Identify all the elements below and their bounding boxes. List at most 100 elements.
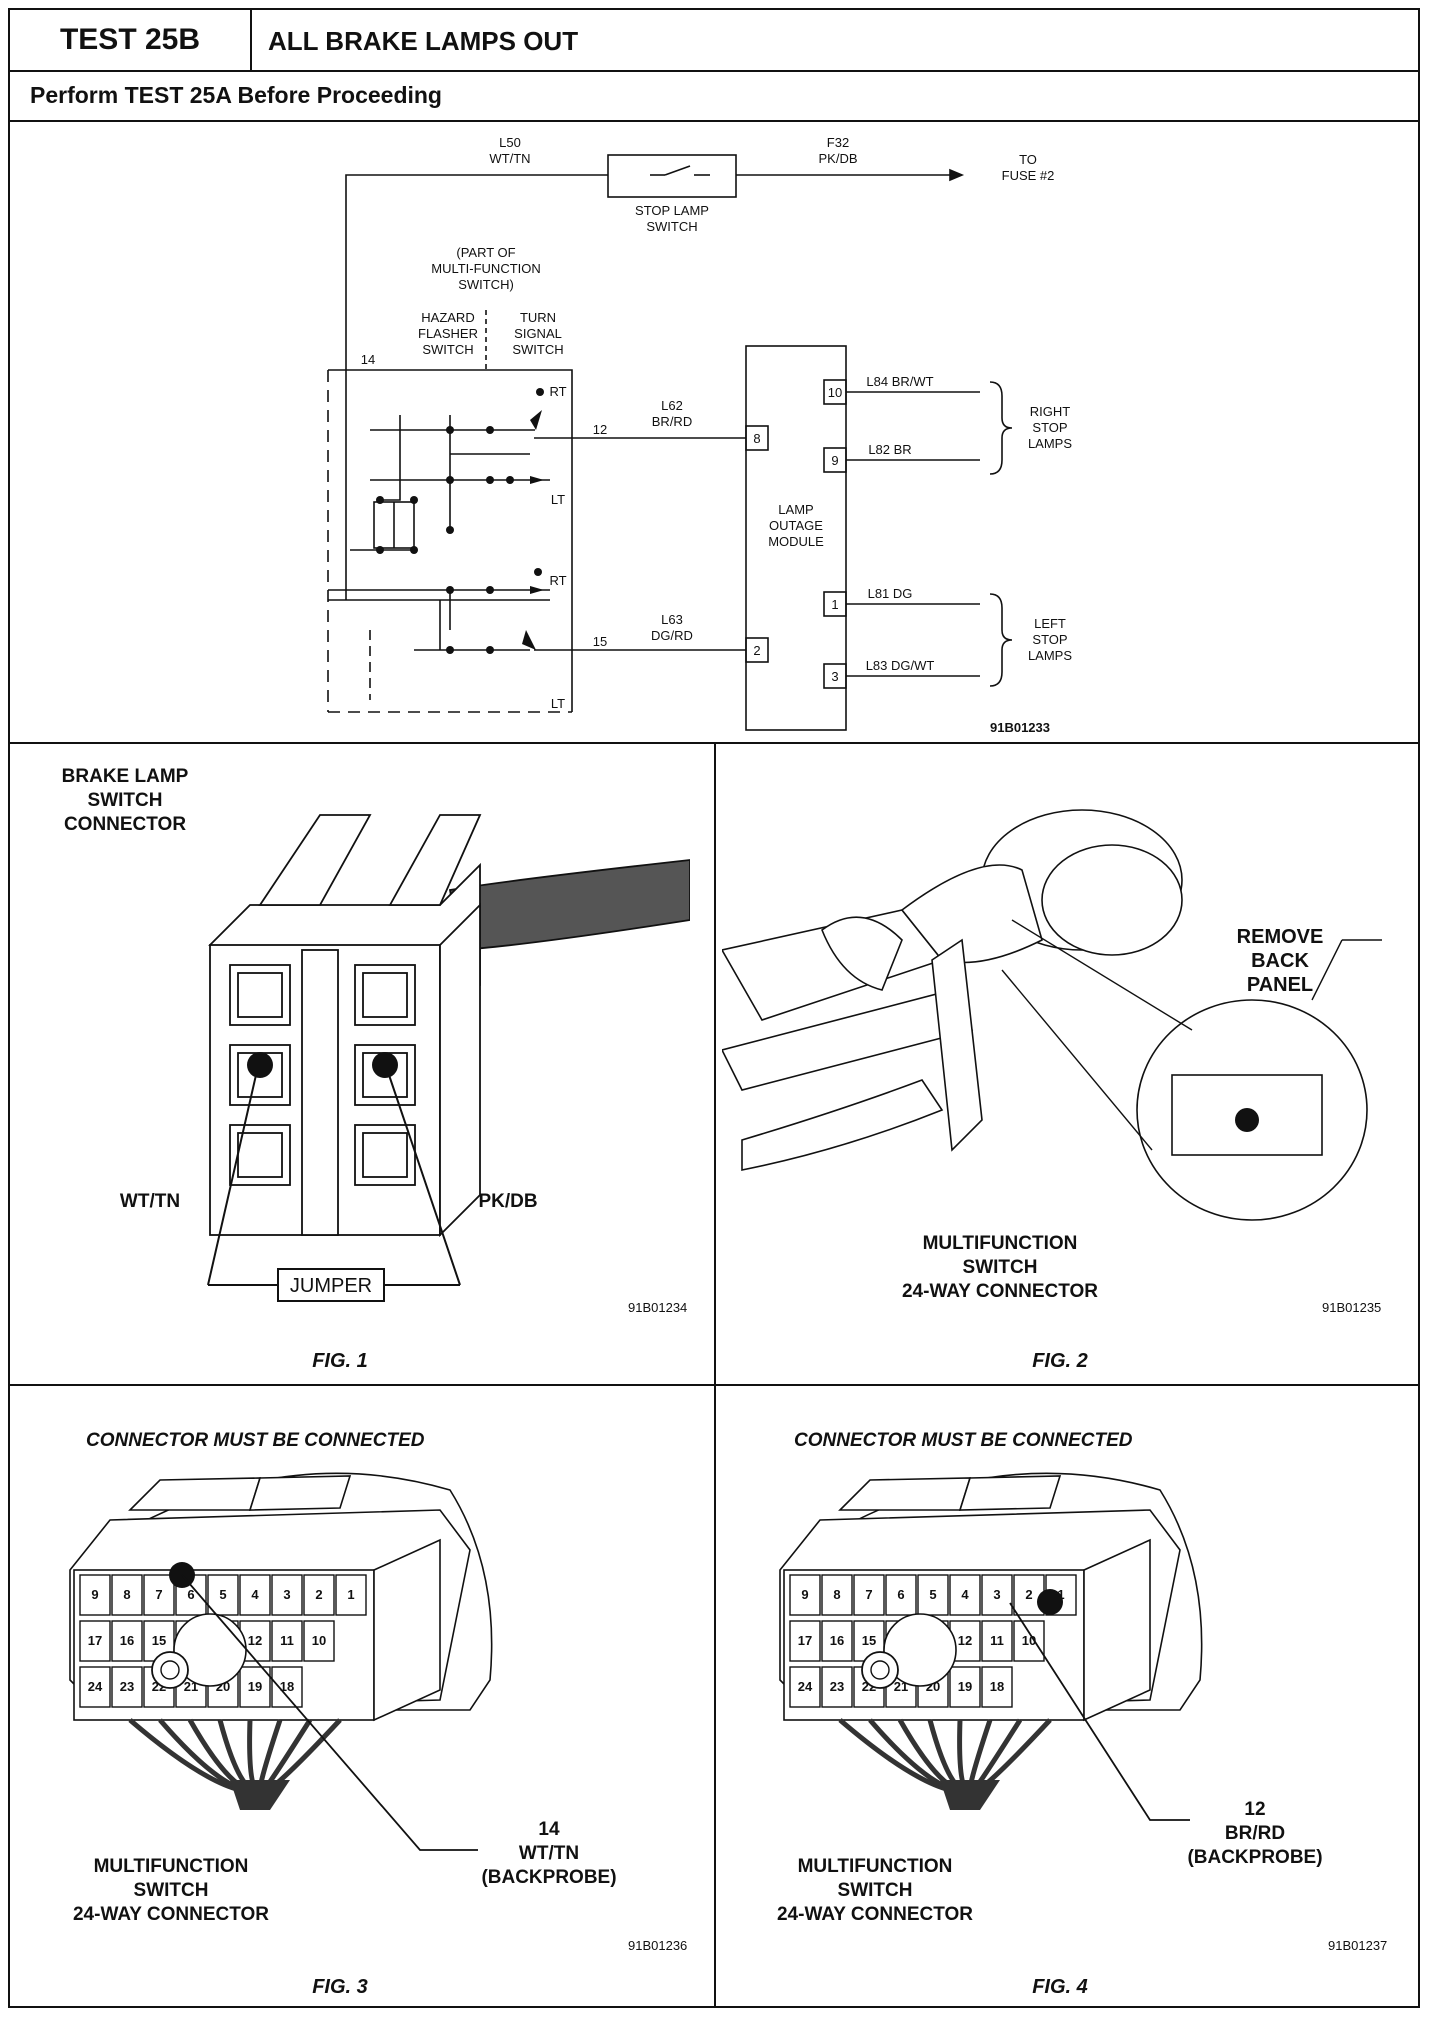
connector-pin-label: 16 xyxy=(830,1633,844,1648)
wire-l84-label: L84 BR/WT xyxy=(866,374,933,389)
connector-pin-cell: 18 xyxy=(271,1666,303,1708)
stop-lamp-switch-label-1: STOP LAMP xyxy=(635,203,709,218)
lt-bottom-label: LT xyxy=(551,696,565,711)
connector-pin-label: 15 xyxy=(862,1633,876,1648)
fig1-title-line-3: CONNECTOR xyxy=(63,814,187,835)
connector-pin-label: 18 xyxy=(280,1679,294,1694)
connector-pin-label: 7 xyxy=(865,1587,872,1602)
schematic-code: 91B01233 xyxy=(990,720,1050,735)
connector-pin-label: 11 xyxy=(990,1633,1004,1648)
wire-l50-label: L50 xyxy=(499,135,521,150)
fig3-title: CONNECTOR MUST BE CONNECTED xyxy=(86,1430,425,1451)
remove-label-line-3: PANEL xyxy=(1246,974,1314,996)
connector-pin-label: 24 xyxy=(88,1679,103,1694)
hazard-label-1: HAZARD xyxy=(421,310,474,325)
connector-pin-label: 24 xyxy=(798,1679,813,1694)
module-pin-2: 2 xyxy=(753,643,760,658)
wire-l63-color: DG/RD xyxy=(651,628,693,643)
fig1-code: 91B01234 xyxy=(628,1300,688,1315)
wiring-schematic: L50 WT/TN STOP LAMP SWITCH F32 PK/DB TO … xyxy=(327,135,1072,735)
connector-pin-label: 10 xyxy=(312,1633,326,1648)
lt-top-label: LT xyxy=(551,492,565,507)
connector-pin-cell: 24 xyxy=(79,1666,111,1708)
fig2-label-line-3: 24-WAY CONNECTOR xyxy=(901,1281,1099,1302)
connector-pin-cell: 1 xyxy=(335,1574,367,1616)
connector-pin-label: 2 xyxy=(315,1587,322,1602)
wire-l63-label: L63 xyxy=(661,612,683,627)
brake-lamp-connector-drawing xyxy=(207,814,690,1302)
fig3-connector-drawing: 987654321171615141312111024232221201918 xyxy=(69,1472,493,1810)
connector-pin-label: 15 xyxy=(152,1633,166,1648)
fig4-label-line-3: 24-WAY CONNECTOR xyxy=(776,1904,974,1925)
fig2-label-line-1: MULTIFUNCTION xyxy=(922,1233,1078,1254)
connector-pin-label: 4 xyxy=(251,1587,259,1602)
connector-pin-cell: 4 xyxy=(239,1574,271,1616)
connector-pin-cell: 8 xyxy=(821,1574,853,1616)
out-pin-10: 10 xyxy=(828,385,842,400)
connector-pin-label: 19 xyxy=(958,1679,972,1694)
test-page: TEST 25B ALL BRAKE LAMPS OUT Perform TES… xyxy=(8,8,1420,2008)
remove-label-line-1: REMOVE xyxy=(1236,926,1324,948)
connector-pin-label: 23 xyxy=(830,1679,844,1694)
connector-pin-label: 4 xyxy=(961,1587,969,1602)
remove-back-panel-label: REMOVE BACK PANEL xyxy=(1210,925,1350,997)
left-stop-label-3: LAMPS xyxy=(1028,648,1072,663)
out-pin-3: 3 xyxy=(831,669,838,684)
connector-pin-cell: 8 xyxy=(111,1574,143,1616)
rt-top-label: RT xyxy=(549,384,566,399)
connector-pin-label: 12 xyxy=(958,1633,972,1648)
steering-column-drawing xyxy=(722,809,1382,1221)
connector-pin-label: 17 xyxy=(798,1633,812,1648)
connector-pin-cell: 3 xyxy=(271,1574,303,1616)
connector-pin-label: 17 xyxy=(88,1633,102,1648)
fig1-wire-left: WT/TN xyxy=(119,1191,181,1212)
connector-pin-label: 18 xyxy=(990,1679,1004,1694)
fig2-code: 91B01235 xyxy=(1322,1300,1382,1315)
connector-pin-label: 9 xyxy=(91,1587,98,1602)
fig1-wire-right: PK/DB xyxy=(478,1191,538,1212)
rt-bottom-label: RT xyxy=(549,573,566,588)
connector-pin-cell: 5 xyxy=(917,1574,949,1616)
backprobe-leader-lines xyxy=(181,1574,1190,1851)
hazard-label-3: SWITCH xyxy=(422,342,473,357)
connector-pin-label: 9 xyxy=(801,1587,808,1602)
fig2-caption: FIG. 2 xyxy=(1032,1350,1088,1372)
connector-pin-cell: 11 xyxy=(271,1620,303,1662)
connector-pin-cell: 10 xyxy=(1013,1620,1045,1662)
fig1-title-line-2: SWITCH xyxy=(87,790,163,811)
connector-pin-cell: 16 xyxy=(821,1620,853,1662)
part-of-label-2: MULTI-FUNCTION xyxy=(431,261,541,276)
fig1-title: BRAKE LAMP SWITCH CONNECTOR xyxy=(30,765,220,837)
fig3-caption: FIG. 3 xyxy=(312,1976,368,1998)
fig3-label-line-3: 24-WAY CONNECTOR xyxy=(72,1904,270,1925)
connector-pin-label: 19 xyxy=(248,1679,262,1694)
wire-l81-label: L81 DG xyxy=(868,586,913,601)
fig4-connector-label: MULTIFUNCTION SWITCH 24-WAY CONNECTOR xyxy=(750,1855,1000,1927)
test-id: TEST 25B xyxy=(10,10,252,70)
fig3-label-line-2: SWITCH xyxy=(133,1880,209,1901)
fig3-code: 91B01236 xyxy=(628,1938,688,1953)
part-of-label-1: (PART OF xyxy=(456,245,515,260)
connector-pin-cell: 11 xyxy=(981,1620,1013,1662)
wire-l62-color: BR/RD xyxy=(652,414,692,429)
fig4-pin-color: BR/RD xyxy=(1224,1823,1286,1844)
connector-pin-label: 2 xyxy=(1025,1587,1032,1602)
subtitle: Perform TEST 25A Before Proceeding xyxy=(30,82,442,108)
fig3-pin-number: 14 xyxy=(538,1819,560,1840)
connector-pin-cell: 18 xyxy=(981,1666,1013,1708)
subtitle-row: Perform TEST 25A Before Proceeding xyxy=(10,70,1418,122)
to-fuse-label-2: FUSE #2 xyxy=(1002,168,1055,183)
connector-pin-cell: 9 xyxy=(79,1574,111,1616)
fig4-label-line-1: MULTIFUNCTION xyxy=(797,1856,953,1877)
module-pin-8: 8 xyxy=(753,431,760,446)
fig4-title: CONNECTOR MUST BE CONNECTED xyxy=(794,1430,1133,1451)
fig2-label-line-2: SWITCH xyxy=(962,1257,1038,1278)
backprobe-dot xyxy=(1037,1589,1063,1615)
left-stop-label-2: STOP xyxy=(1032,632,1067,647)
fig4-connector-drawing: 987654321171615141312111024232221201918 xyxy=(779,1472,1203,1810)
wire-l62-label: L62 xyxy=(661,398,683,413)
fig4-code: 91B01237 xyxy=(1328,1938,1388,1953)
stop-lamp-switch-label-2: SWITCH xyxy=(646,219,697,234)
connector-pin-label: 12 xyxy=(248,1633,262,1648)
right-stop-label-1: RIGHT xyxy=(1030,404,1071,419)
